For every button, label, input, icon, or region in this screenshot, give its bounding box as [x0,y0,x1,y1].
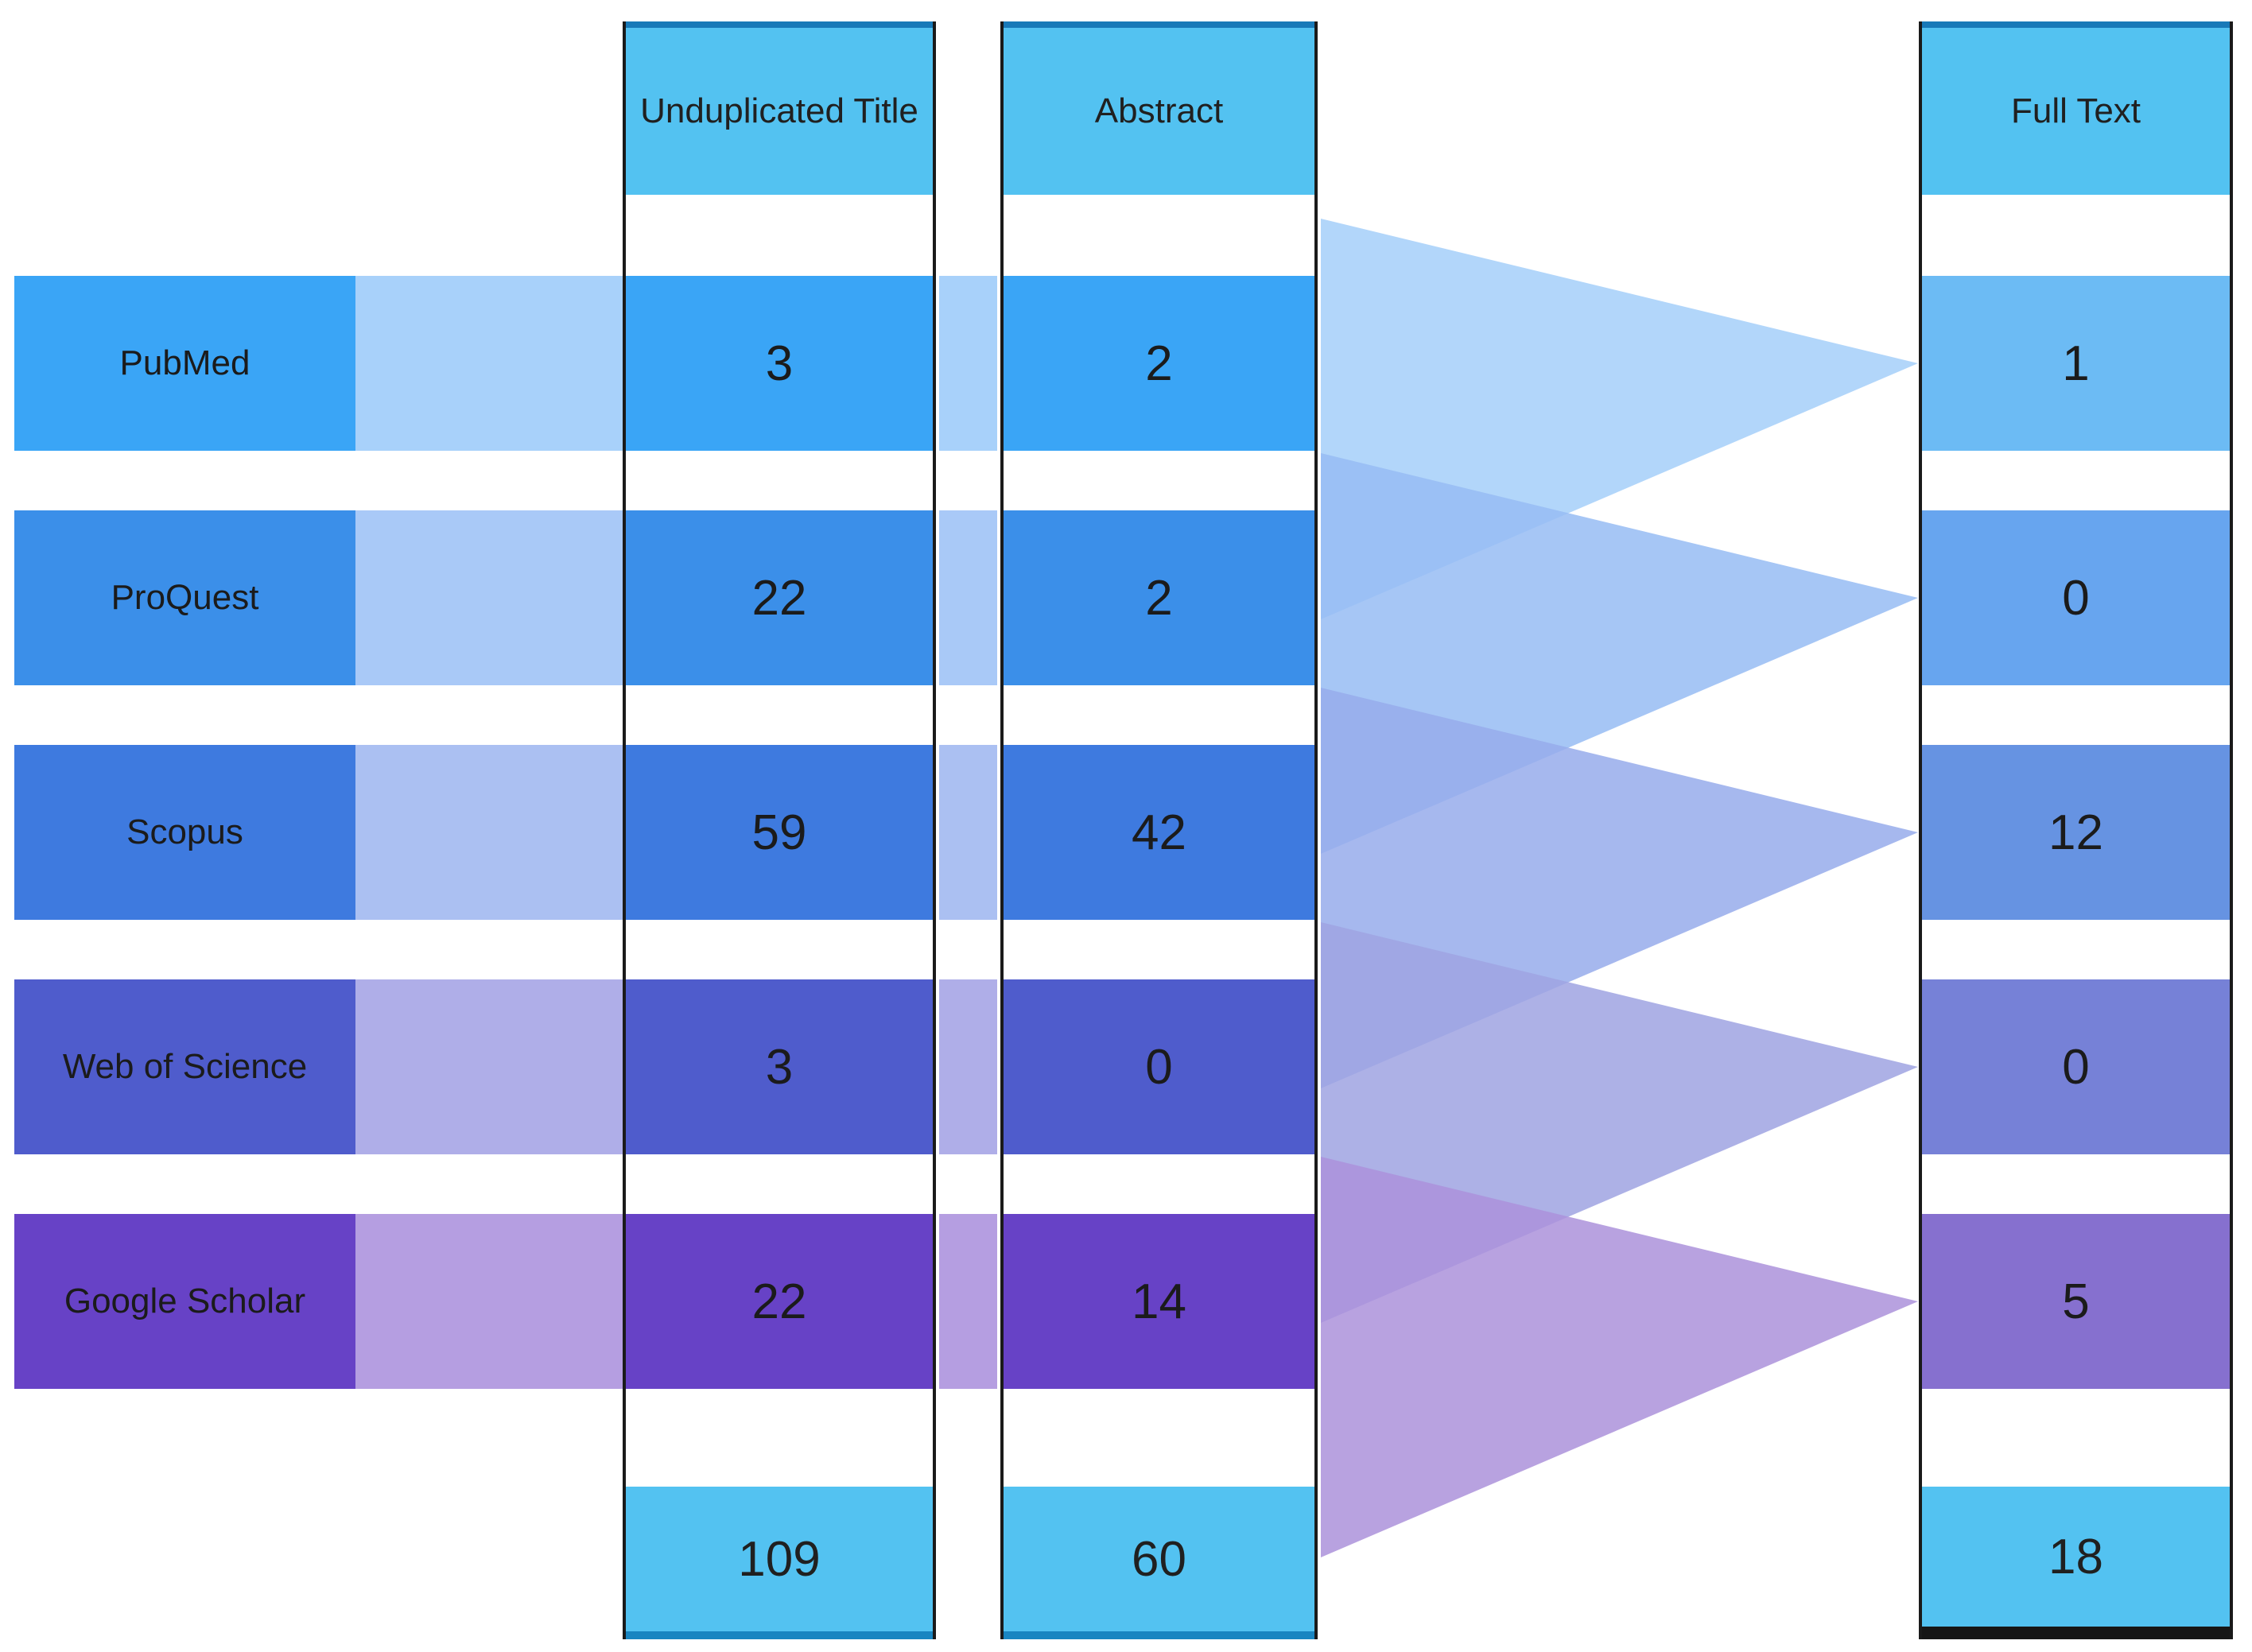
abstract-cell: 2 [1004,510,1314,685]
column-gap-band [939,510,997,685]
connector-band [355,1214,623,1389]
unduplicated-title-cell: 3 [626,979,933,1154]
source-label: Scopus [14,745,355,920]
full-text-cell: 0 [1922,979,2230,1154]
source-label: PubMed [14,276,355,451]
full-text-value: 5 [2062,1274,2090,1329]
column-gap-band [939,276,997,451]
unduplicated-title-cell: 22 [626,1214,933,1389]
full-text-cell: 5 [1922,1214,2230,1389]
unduplicated-title-value: 3 [765,335,794,391]
abstract-value: 2 [1145,570,1173,626]
unduplicated-title-value: 22 [751,570,807,626]
column-total: 18 [1922,1487,2230,1639]
source-label-text: ProQuest [111,578,259,617]
abstract-cell: 42 [1004,745,1314,920]
column-gap-band [939,1214,997,1389]
source-label-text: PubMed [119,343,250,382]
source-label: Google Scholar [14,1214,355,1389]
abstract-value: 14 [1132,1274,1186,1329]
abstract-cell: 0 [1004,979,1314,1154]
abstract-value: 2 [1145,335,1173,391]
unduplicated-title-value: 3 [765,1039,794,1095]
source-label-text: Google Scholar [64,1282,306,1320]
connector-band [355,745,623,920]
full-text-cell: 0 [1922,510,2230,685]
row-pubmed: PubMed 3 2 1 [0,276,2252,451]
unduplicated-title-cell: 3 [626,276,933,451]
source-label-text: Scopus [126,812,243,851]
column-header: Unduplicated Title [626,21,933,195]
row-proquest: ProQuest 22 2 0 [0,510,2252,685]
row-scopus: Scopus 59 42 12 [0,745,2252,920]
full-text-value: 0 [2062,570,2090,626]
unduplicated-title-cell: 22 [626,510,933,685]
full-text-cell: 12 [1922,745,2230,920]
column-total: 109 [626,1487,933,1639]
source-label: ProQuest [14,510,355,685]
column-gap-band [939,745,997,920]
row-google-scholar: Google Scholar 22 14 5 [0,1214,2252,1389]
unduplicated-title-cell: 59 [626,745,933,920]
column-total: 60 [1004,1487,1314,1639]
abstract-cell: 14 [1004,1214,1314,1389]
source-label-text: Web of Science [62,1047,308,1086]
source-label: Web of Science [14,979,355,1154]
full-text-value: 0 [2062,1039,2090,1095]
connector-band [355,276,623,451]
unduplicated-title-value: 59 [751,805,807,860]
abstract-value: 42 [1132,805,1186,860]
row-web-of-science: Web of Science 3 0 0 [0,979,2252,1154]
abstract-value: 0 [1145,1039,1173,1095]
connector-band [355,510,623,685]
unduplicated-title-value: 22 [751,1274,807,1329]
abstract-cell: 2 [1004,276,1314,451]
column-gap-band [939,979,997,1154]
full-text-value: 1 [2062,335,2090,391]
connector-band [355,979,623,1154]
column-header: Abstract [1004,21,1314,195]
column-header: Full Text [1922,21,2230,195]
full-text-value: 12 [2048,805,2103,860]
full-text-cell: 1 [1922,276,2230,451]
